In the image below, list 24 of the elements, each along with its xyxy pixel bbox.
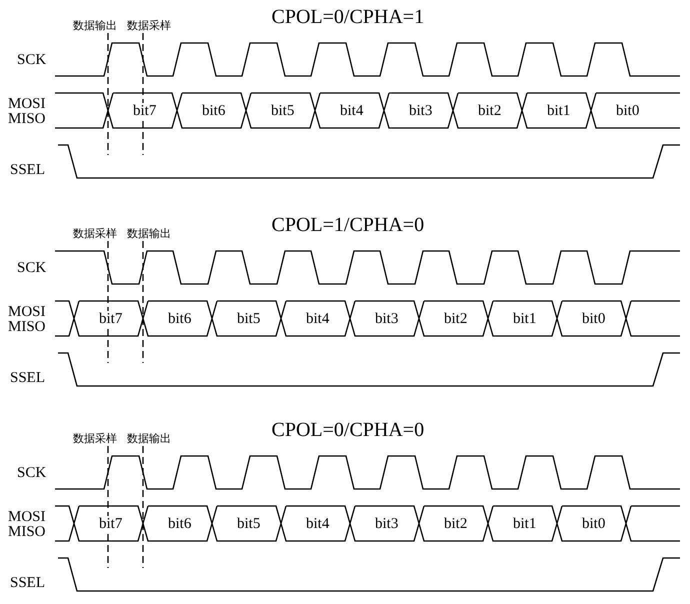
timing-annotation: 数据采样: [127, 20, 171, 30]
signal-name: MOSI: [8, 96, 46, 112]
signal-name: SSEL: [10, 162, 46, 178]
signal-name: MISO: [8, 112, 46, 126]
bit-label: bit7: [98, 516, 124, 532]
bit-label: bit7: [98, 310, 124, 328]
signal-name: MISO: [8, 320, 46, 334]
signal-name: SSEL: [10, 370, 46, 386]
timing-annotation: 数据采样: [73, 228, 117, 238]
timing-annotation: 数据输出: [73, 20, 117, 30]
timing-annotation: 数据输出: [127, 228, 171, 238]
mode-title: CPOL=0/CPHA=1: [272, 7, 424, 27]
mode-title: CPOL=0/CPHA=0: [272, 420, 424, 440]
signal-name: MOSI: [8, 510, 46, 524]
bit-label: bit7: [132, 102, 158, 120]
timing-annotation: 数据输出: [127, 432, 171, 444]
timing-annotation: 数据采样: [73, 432, 117, 444]
signal-name: MISO: [8, 524, 46, 540]
signal-name: SCK: [17, 466, 46, 480]
signal-name: SCK: [17, 260, 46, 276]
mode-title: CPOL=1/CPHA=0: [272, 215, 424, 235]
signal-name: MOSI: [8, 304, 46, 320]
signal-name: SCK: [17, 52, 46, 68]
signal-name: SSEL: [10, 576, 46, 590]
